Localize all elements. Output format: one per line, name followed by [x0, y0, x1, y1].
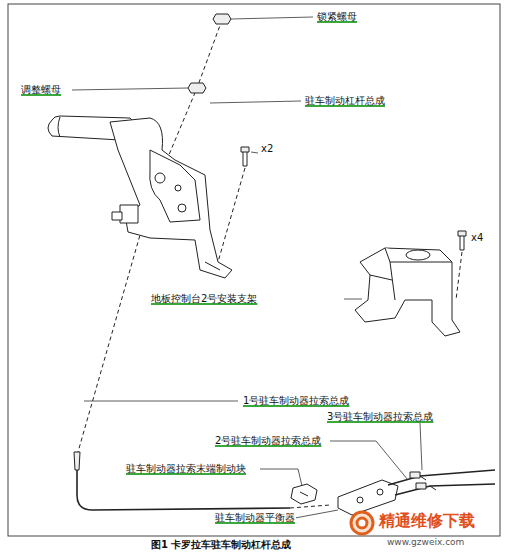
part-label: 2号驻车制动器拉索总成	[214, 435, 322, 447]
end-stop-block	[291, 484, 317, 504]
part-label: 3号驻车制动器拉索总成	[326, 411, 434, 423]
adjusting-nut	[188, 83, 206, 93]
cable-2-3	[388, 470, 495, 495]
watermark-url: www.gzweix.com	[386, 536, 465, 548]
cable-1	[74, 452, 330, 510]
watermark-emblem	[351, 512, 373, 534]
quantity-mark: x4	[470, 232, 484, 244]
part-label: 驻车制动器拉索末端制动块	[125, 463, 247, 475]
part-label: 锁紧螺母	[316, 11, 358, 23]
bolt	[218, 147, 249, 262]
watermark: 精通维修下载	[378, 512, 476, 530]
mounting-bracket	[355, 248, 460, 336]
frame	[8, 4, 500, 536]
part-label: 调整螺母	[20, 84, 62, 96]
part-label: 驻车制动杠杆总成	[304, 95, 386, 107]
lever-assembly	[48, 116, 232, 278]
quantity-mark: x2	[260, 143, 274, 155]
part-label: 驻车制动器平衡器	[214, 512, 296, 524]
lock-nut	[213, 14, 231, 24]
part-label: 地板控制台2号安装支架	[150, 293, 258, 305]
part-label: 1号驻车制动器拉索总成	[242, 395, 350, 407]
figure-caption: 图1 卡罗拉车驻车制动杠杆总成	[150, 539, 292, 551]
leader-lines	[72, 17, 422, 518]
bolt	[456, 231, 466, 300]
